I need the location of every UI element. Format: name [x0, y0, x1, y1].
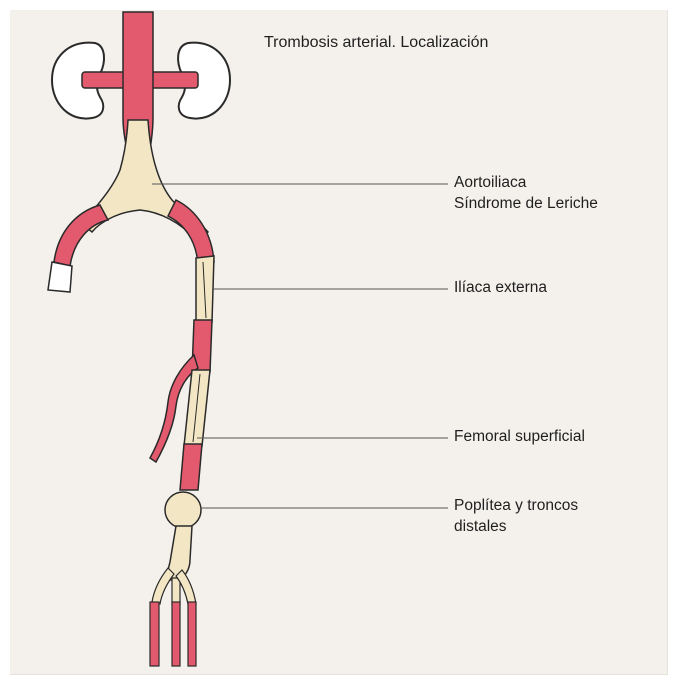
tibial-trunk-left — [152, 568, 174, 604]
label-distales: distales — [454, 517, 507, 536]
label-aortoiliaca: Aortoiliaca — [454, 173, 526, 192]
label-poplitea: Poplítea y troncos — [454, 496, 578, 515]
label-femoral-superficial: Femoral superficial — [454, 427, 585, 446]
label-iliaca-externa: Ilíaca externa — [454, 278, 547, 297]
left-common-iliac — [168, 200, 214, 264]
label-leriche: Síndrome de Leriche — [454, 194, 598, 213]
right-common-iliac — [54, 205, 108, 266]
peroneal-red — [172, 602, 180, 666]
diagram-title: Trombosis arterial. Localización — [264, 33, 488, 52]
external-iliac-occlusion — [196, 256, 214, 322]
tibial-trunk-mid — [172, 578, 180, 604]
popliteal-occlusion — [165, 492, 201, 528]
anterior-tibial-red — [150, 602, 159, 666]
distal-femoral — [180, 444, 202, 490]
right-iliac-stub — [48, 262, 72, 292]
posterior-tibial-red — [188, 602, 196, 666]
